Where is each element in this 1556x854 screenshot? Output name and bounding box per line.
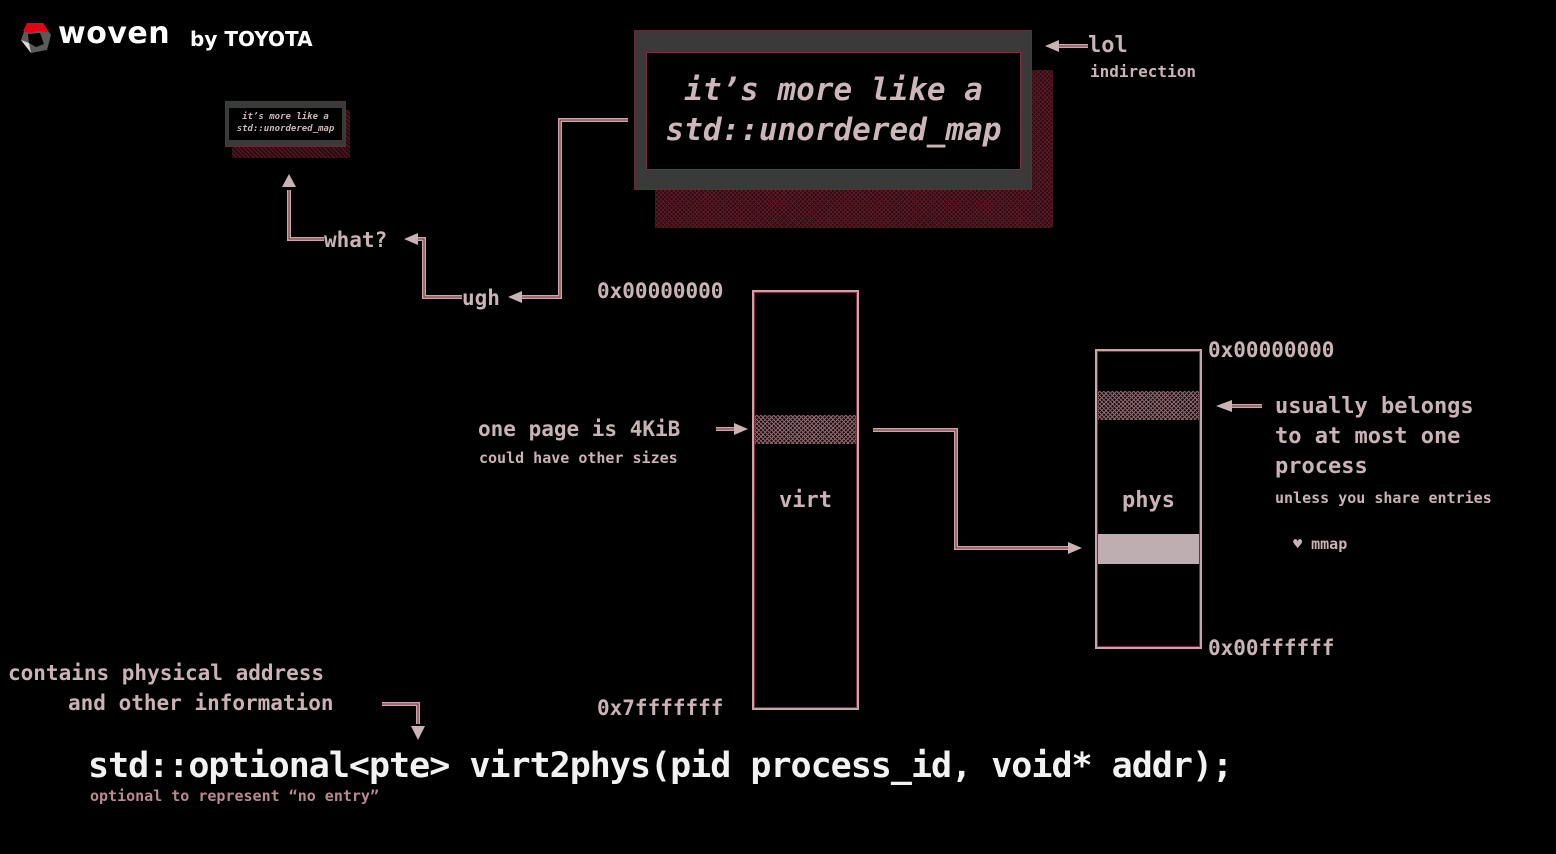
page-size-subnote: could have other sizes bbox=[479, 449, 678, 467]
virt-bottom-address: 0x7fffffff bbox=[597, 696, 724, 720]
what-label: what? bbox=[324, 228, 388, 252]
virt-label: virt bbox=[779, 488, 832, 513]
phys-bottom-address: 0x00ffffff bbox=[1208, 636, 1335, 660]
indirection-label: indirection bbox=[1090, 62, 1196, 81]
arrowhead-phys-note bbox=[1216, 400, 1232, 412]
connector-virt-to-phys bbox=[873, 428, 1068, 550]
arrowhead-virt bbox=[734, 423, 748, 435]
pte-note-line1: contains physical address bbox=[8, 661, 325, 685]
optional-comment: optional to represent “no entry” bbox=[90, 787, 379, 805]
big-callout-line2: std::unordered_map bbox=[665, 112, 1002, 148]
brand-word: woven bbox=[58, 16, 171, 51]
small-callout-line2: std::unordered_map bbox=[236, 124, 335, 134]
phys-memory-column bbox=[1095, 349, 1202, 649]
connector-what-to-smallbox bbox=[287, 190, 324, 241]
virt-memory-column bbox=[752, 290, 859, 710]
ugh-label: ugh bbox=[462, 286, 500, 310]
virt-page-highlight bbox=[755, 415, 856, 444]
phys-mapped-frame bbox=[1098, 534, 1199, 564]
pte-note-line2: and other information bbox=[68, 691, 334, 715]
arrowhead-lol bbox=[1045, 40, 1059, 52]
arrowhead-ugh bbox=[508, 291, 522, 303]
big-callout-line1: it’s more like a bbox=[684, 72, 983, 108]
mmap-label: mmap bbox=[1311, 535, 1348, 553]
lol-label: lol bbox=[1088, 33, 1128, 58]
phys-top-address: 0x00000000 bbox=[1208, 338, 1335, 362]
brand-by-toyota: by TOYOTA bbox=[190, 27, 313, 51]
arrowhead-what bbox=[404, 233, 418, 245]
woven-hexagon-logo-icon bbox=[21, 23, 51, 53]
arrowhead-smallbox bbox=[282, 174, 296, 187]
phys-frame-highlight bbox=[1098, 391, 1199, 420]
phys-note-line2: to at most one bbox=[1275, 424, 1461, 449]
connector-box-to-ugh bbox=[520, 118, 628, 299]
big-callout-inner bbox=[646, 52, 1021, 170]
phys-note-line1: usually belongs bbox=[1275, 394, 1474, 419]
page-size-note: one page is 4KiB bbox=[478, 417, 681, 441]
connector-ugh-to-what bbox=[416, 237, 462, 299]
phys-note-sub: unless you share entries bbox=[1275, 489, 1492, 507]
connector-pte-to-code bbox=[382, 702, 420, 724]
small-callout-inner bbox=[229, 108, 342, 140]
arrowhead-phys bbox=[1068, 542, 1082, 554]
phys-note-line3: process bbox=[1275, 454, 1368, 479]
phys-note-sub2-row: ♥ mmap bbox=[1275, 517, 1347, 553]
function-signature: std::optional<pte> virt2phys(pid process… bbox=[88, 746, 1233, 786]
arrowhead-code bbox=[411, 726, 425, 740]
phys-label: phys bbox=[1122, 488, 1175, 513]
virt-top-address: 0x00000000 bbox=[597, 279, 724, 303]
small-callout-line1: it’s more like a bbox=[242, 112, 329, 122]
heart-icon: ♥ bbox=[1293, 535, 1303, 553]
